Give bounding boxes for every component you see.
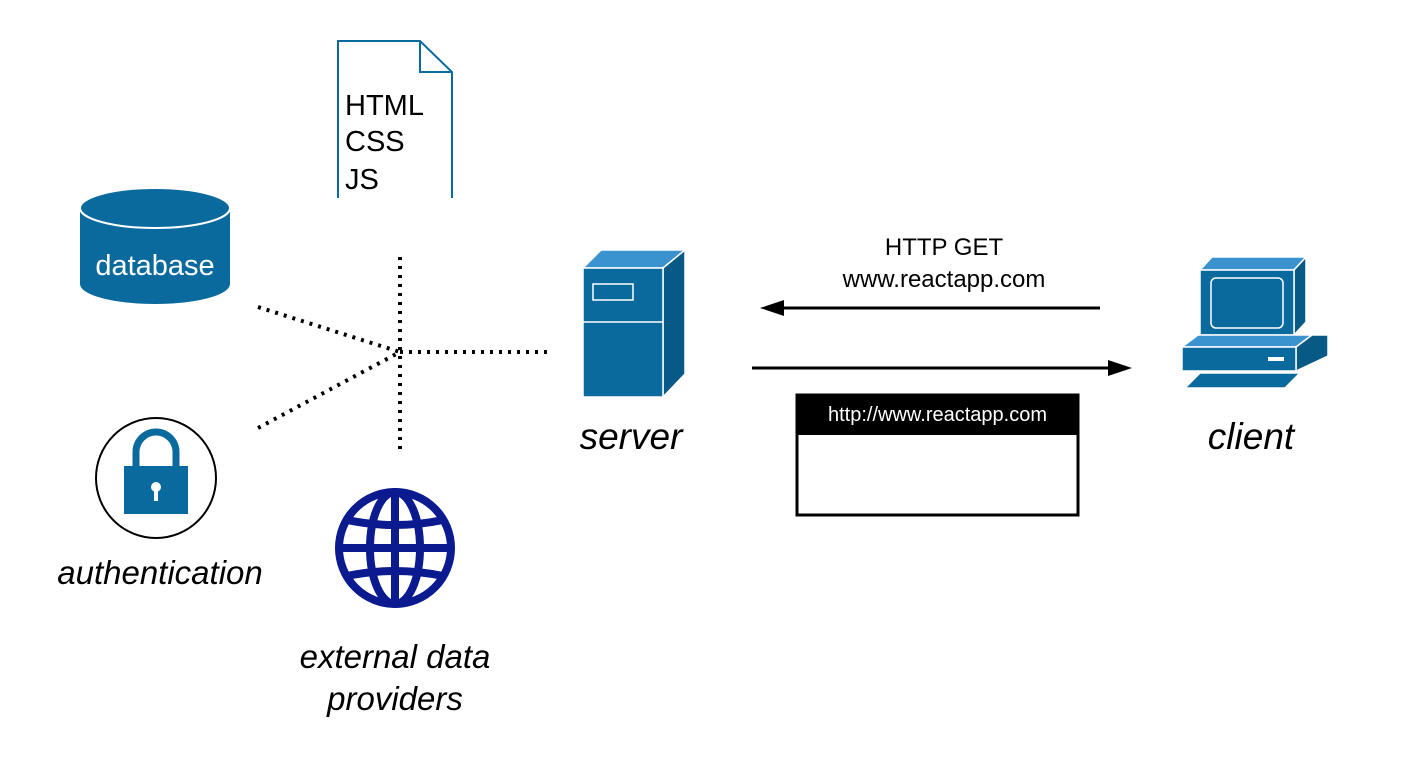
external-label-line2: providers [327,680,463,717]
document-icon [337,40,453,198]
external-label-line1: external data [299,638,491,675]
browser-address-bar: http://www.reactapp.com [797,395,1078,435]
doc-line-js: JS [345,164,379,196]
database-icon [79,187,231,304]
computer-icon [1179,255,1329,389]
doc-line-html: HTML [345,90,424,122]
request-method-label: HTTP GET [884,234,1004,261]
doc-line-css: CSS [345,126,405,158]
database-label: database [95,250,215,282]
response-arrow [752,360,1132,376]
dotted-connectors [257,257,552,450]
authentication-label: authentication [57,554,263,591]
lock-icon [95,417,217,539]
client-label: client [1207,416,1295,457]
request-arrow [760,300,1100,316]
globe-icon [335,488,455,608]
server-icon [581,248,688,399]
request-url-label: www.reactapp.com [842,266,1046,293]
server-label: server [579,416,683,457]
